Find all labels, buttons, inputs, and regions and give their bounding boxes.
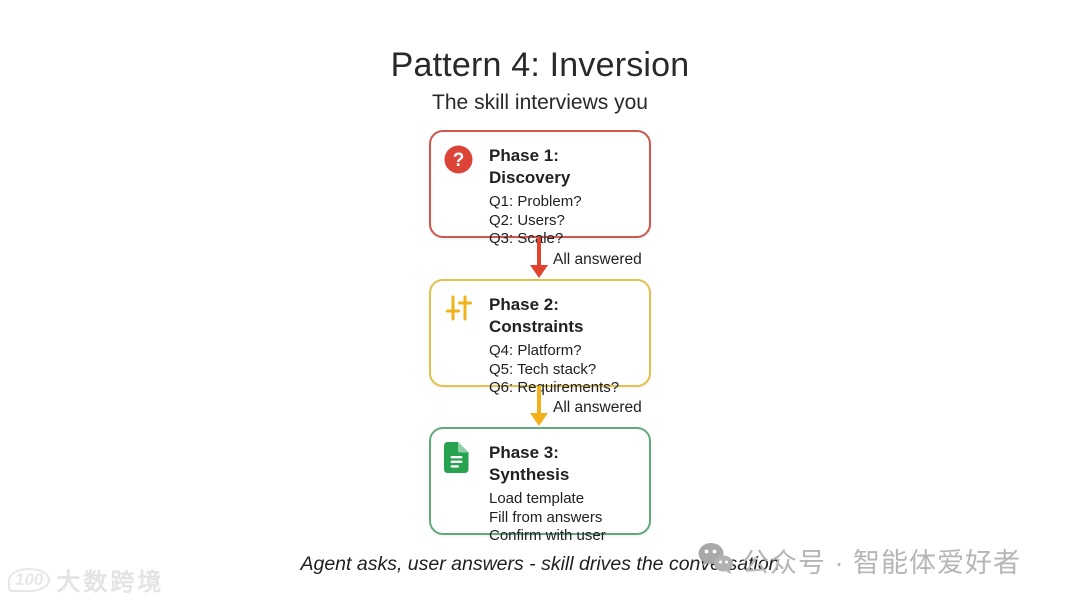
page-subtitle: The skill interviews you (432, 91, 648, 114)
caption: Agent asks, user answers - skill drives … (300, 553, 780, 575)
svg-text:?: ? (453, 150, 465, 171)
help-icon: ? (444, 144, 474, 226)
sliders-icon (444, 293, 474, 375)
phase-2-line: Q4: Platform? (489, 342, 582, 359)
wechat-watermark: 公众号 · 智能体爱好者 (697, 541, 1021, 580)
arrow-discovery-to-constraints (528, 238, 550, 279)
phase-1-title: Phase 1: Discovery (489, 146, 571, 187)
document-icon (444, 441, 474, 523)
arrow-label-all-answered: All answered (553, 251, 642, 268)
wechat-icon (697, 541, 734, 580)
phase-1-line: Q1: Problem? (489, 193, 582, 210)
page-title: Pattern 4: Inversion (390, 46, 690, 84)
phase-3-line: Fill from answers (489, 508, 603, 526)
phase-1-line: Q3: Scale? (489, 230, 564, 247)
phase-2-line: Q5: Tech stack? (489, 360, 597, 378)
phase-1-discovery-box: ? Phase 1: Discovery Q1: Problem? Q2: Us… (429, 130, 651, 247)
phase-1-line: Q2: Users? (489, 211, 565, 229)
bottom-left-watermark-label: 大数跨境 (56, 569, 165, 596)
phase-2-line: Q6: Requirements? (489, 379, 620, 396)
arrow-constraints-to-synthesis (528, 386, 550, 427)
dashukuajing-logo-icon: 100 (8, 567, 51, 592)
bottom-left-watermark: 100 大数跨境 (8, 562, 164, 597)
phase-3-title: Phase 3: Synthesis (489, 443, 570, 484)
phase-3-line: Confirm with user (489, 527, 606, 544)
phase-2-constraints-box: Phase 2: Constraints Q4: Platform? Q5: T… (429, 279, 651, 396)
phase-3-line: Load template (489, 490, 585, 507)
phase-2-title: Phase 2: Constraints (489, 295, 584, 336)
wechat-watermark-label: 公众号 · 智能体爱好者 (742, 548, 1021, 578)
arrow-label-all-answered: All answered (553, 399, 642, 416)
phase-3-synthesis-box: Phase 3: Synthesis Load template Fill fr… (429, 427, 651, 544)
